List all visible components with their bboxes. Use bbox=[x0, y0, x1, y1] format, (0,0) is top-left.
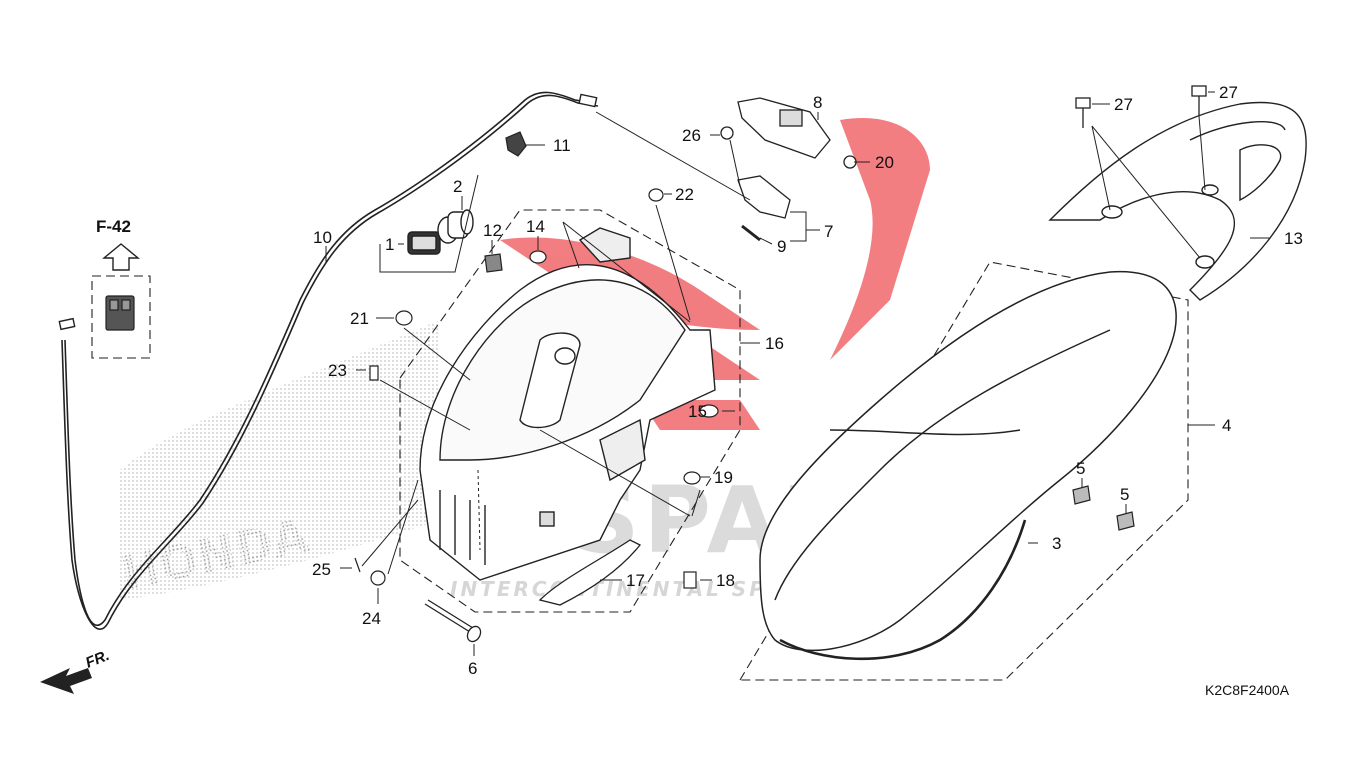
reference-label: F-42 bbox=[96, 217, 131, 236]
callout-17: 17 bbox=[626, 571, 645, 590]
callout-20: 20 bbox=[875, 153, 894, 172]
callout-23: 23 bbox=[328, 361, 347, 380]
luggage-box-group-box bbox=[399, 209, 741, 613]
leader-lines bbox=[325, 91, 1270, 656]
front-direction-arrow bbox=[40, 668, 92, 694]
callout-27a: 27 bbox=[1114, 95, 1133, 114]
callout-3: 3 bbox=[1052, 534, 1061, 553]
callout-5a: 5 bbox=[1076, 459, 1085, 478]
callout-14: 14 bbox=[526, 217, 545, 236]
key-cylinder bbox=[407, 209, 474, 255]
clip-18 bbox=[683, 571, 697, 589]
callout-8: 8 bbox=[813, 93, 822, 112]
callout-10: 10 bbox=[313, 228, 332, 247]
callout-11: 11 bbox=[553, 136, 571, 155]
seat-gasket bbox=[779, 519, 1027, 661]
grommet-14 bbox=[529, 250, 547, 264]
seat bbox=[759, 270, 1177, 652]
callout-18: 18 bbox=[716, 571, 735, 590]
callout-7: 7 bbox=[824, 222, 833, 241]
callout-13: 13 bbox=[1284, 229, 1303, 248]
seat-group-box bbox=[739, 261, 1189, 681]
callout-4: 4 bbox=[1222, 416, 1231, 435]
luggage-box bbox=[419, 227, 716, 581]
seat-lock-cable bbox=[61, 91, 599, 630]
callout-21: 21 bbox=[350, 309, 369, 328]
assembly-boxes bbox=[91, 209, 1189, 681]
callout-5b: 5 bbox=[1120, 485, 1129, 504]
clips bbox=[484, 131, 527, 273]
under-tray bbox=[538, 539, 642, 606]
callout-1: 1 bbox=[385, 235, 394, 254]
washer-24 bbox=[370, 570, 386, 586]
seat-buffers bbox=[1072, 485, 1135, 531]
reference-part bbox=[105, 295, 135, 331]
seat-latch bbox=[720, 97, 857, 242]
grommet-22 bbox=[648, 188, 664, 202]
screw-23 bbox=[369, 365, 379, 381]
callout-27b: 27 bbox=[1219, 83, 1238, 102]
callout-24: 24 bbox=[362, 609, 381, 628]
callout-16: 16 bbox=[765, 334, 784, 353]
callout-15: 15 bbox=[688, 402, 707, 421]
cap-19 bbox=[683, 471, 701, 485]
reference-box bbox=[91, 275, 151, 359]
long-bolt bbox=[424, 599, 482, 643]
callout-2: 2 bbox=[453, 177, 462, 196]
callout-26: 26 bbox=[682, 126, 701, 145]
direction-label: FR. bbox=[83, 647, 112, 672]
callout-12: 12 bbox=[483, 221, 502, 240]
callout-9: 9 bbox=[777, 237, 786, 256]
grab-rail bbox=[1048, 101, 1307, 301]
callout-25: 25 bbox=[312, 560, 331, 579]
figure-code: K2C8F2400A bbox=[1205, 682, 1290, 698]
screw-21 bbox=[395, 310, 413, 326]
callout-19: 19 bbox=[714, 468, 733, 487]
callout-labels: 1 2 3 4 5 5 6 7 8 9 10 11 12 13 14 15 16… bbox=[83, 83, 1303, 698]
callout-6: 6 bbox=[468, 659, 477, 678]
small-fasteners bbox=[354, 188, 719, 589]
grommet-15 bbox=[699, 404, 719, 418]
callout-22: 22 bbox=[675, 185, 694, 204]
reference-up-arrow bbox=[102, 243, 140, 271]
pin-25 bbox=[354, 557, 361, 573]
bolts-27 bbox=[1075, 85, 1207, 128]
cable-ends bbox=[58, 93, 598, 331]
